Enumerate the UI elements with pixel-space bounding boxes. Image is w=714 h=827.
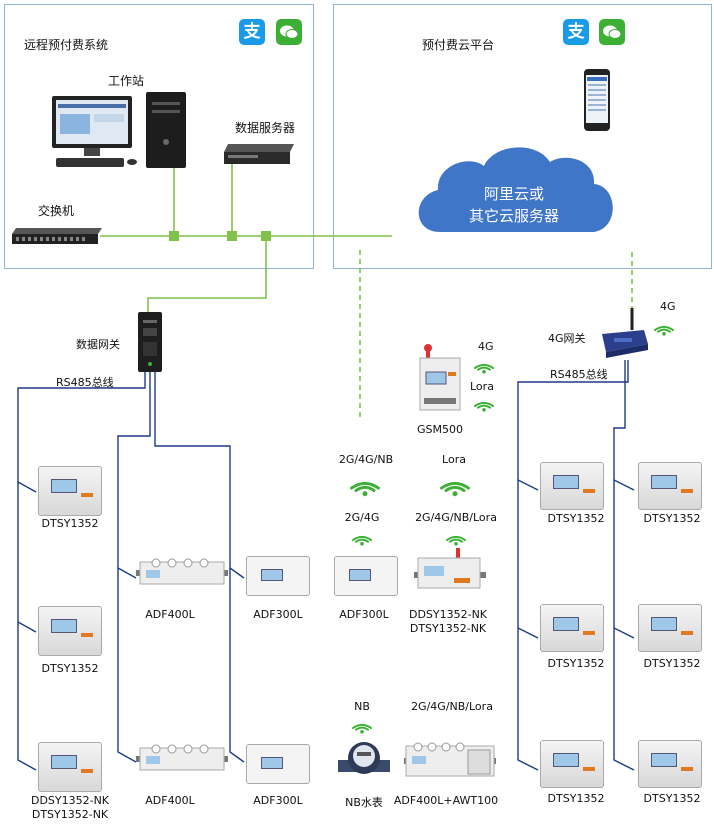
- device-label: DTSY1352: [643, 657, 701, 670]
- gateway-4g-icon: [602, 308, 648, 358]
- switch-label: 交换机: [38, 204, 75, 218]
- cloud-line-2: 其它云服务器: [468, 207, 560, 225]
- wifi-signal-icon: [654, 318, 674, 342]
- meter-ddsy1352-nk: [414, 548, 486, 589]
- gsm-lora-label: Lora: [470, 380, 494, 393]
- device-label: DTSY1352: [41, 517, 99, 530]
- meter-adf300l: [246, 744, 310, 784]
- meter-dtsy1352: [638, 604, 702, 652]
- gsm-4g-label: 4G: [478, 340, 494, 353]
- device-label: DDSY1352-NK: [408, 608, 488, 621]
- device-label: DTSY1352: [643, 792, 701, 805]
- device-label: ADF300L: [253, 608, 303, 621]
- meter-adf300l: [246, 556, 310, 596]
- meter-adf300l: [334, 556, 398, 596]
- wechat-icon: [599, 19, 625, 45]
- wifi-signal-icon: [474, 356, 494, 380]
- rs485-label-right: RS485总线: [550, 368, 608, 381]
- wireless-label-a: 2G/4G/NB: [338, 453, 394, 466]
- wireless-label-c: 2G/4G: [344, 511, 380, 524]
- wifi-signal-icon: [446, 528, 466, 552]
- device-label: DTSY1352-NK: [409, 622, 487, 635]
- meter-dtsy1352: [38, 466, 102, 516]
- wireless-label-d: 2G/4G/NB/Lora: [415, 511, 497, 524]
- cloud-line-1: 阿里云或: [483, 185, 545, 203]
- meter-dtsy1352: [638, 462, 702, 510]
- meter-dtsy1352: [540, 604, 604, 652]
- device-label: NB水表: [345, 796, 383, 809]
- wifi-signal-icon: [352, 716, 372, 740]
- cloud-shape: [418, 147, 613, 232]
- smartphone-icon: [584, 69, 610, 131]
- device-label: DTSY1352: [643, 512, 701, 525]
- meter-ddsy1352-nk: [38, 742, 102, 792]
- device-label: ADF300L: [339, 608, 389, 621]
- meter-adf400l-awt100: [404, 742, 496, 777]
- meter-dtsy1352: [638, 740, 702, 788]
- server-icon: [224, 144, 294, 164]
- meter-dtsy1352: [540, 462, 604, 510]
- wifi-signal-icon: [474, 394, 494, 418]
- wireless-label-b: Lora: [442, 453, 466, 466]
- device-label: DTSY1352: [547, 512, 605, 525]
- device-label: DTSY1352-NK: [31, 808, 109, 821]
- workstation-label: 工作站: [108, 74, 145, 88]
- wifi-signal-icon: [352, 528, 372, 552]
- wifi-signal-icon: [350, 470, 380, 504]
- meter-adf400l: [136, 558, 228, 585]
- device-label: DDSY1352-NK: [30, 794, 110, 807]
- meter-adf400l: [136, 744, 228, 771]
- rs485-label-left: RS485总线: [56, 376, 114, 389]
- gateway-4g-signal-label: 4G: [660, 300, 676, 313]
- device-label: ADF400L: [145, 608, 195, 621]
- data-gateway-icon: [138, 312, 162, 372]
- meter-dtsy1352: [540, 740, 604, 788]
- workstation-icon: [52, 92, 186, 168]
- device-label: DTSY1352: [547, 657, 605, 670]
- left-panel-title: 远程预付费系统: [24, 38, 109, 52]
- water-meter-icon: [338, 742, 390, 774]
- wechat-icon: [276, 19, 302, 45]
- cloud-label: 阿里云或 其它云服务器: [469, 183, 559, 227]
- device-label: DTSY1352: [41, 662, 99, 675]
- switch-icon: [12, 228, 102, 244]
- data-server-label: 数据服务器: [235, 121, 296, 135]
- device-label: ADF400L: [145, 794, 195, 807]
- device-label: ADF400L+AWT100: [393, 794, 499, 807]
- device-label: DTSY1352: [547, 792, 605, 805]
- wireless-label-f: 2G/4G/NB/Lora: [411, 700, 493, 713]
- gateway-4g-label: 4G网关: [548, 332, 586, 345]
- wifi-signal-icon: [440, 470, 470, 504]
- meter-dtsy1352: [38, 606, 102, 656]
- alipay-icon: 支: [239, 19, 265, 45]
- alipay-icon: 支: [563, 19, 589, 45]
- gsm500-icon: [419, 344, 461, 411]
- right-panel-title: 预付费云平台: [422, 38, 495, 52]
- gsm500-label: GSM500: [417, 423, 463, 436]
- wireless-label-e: NB: [354, 700, 370, 713]
- data-gateway-label: 数据网关: [76, 338, 120, 351]
- device-label: ADF300L: [253, 794, 303, 807]
